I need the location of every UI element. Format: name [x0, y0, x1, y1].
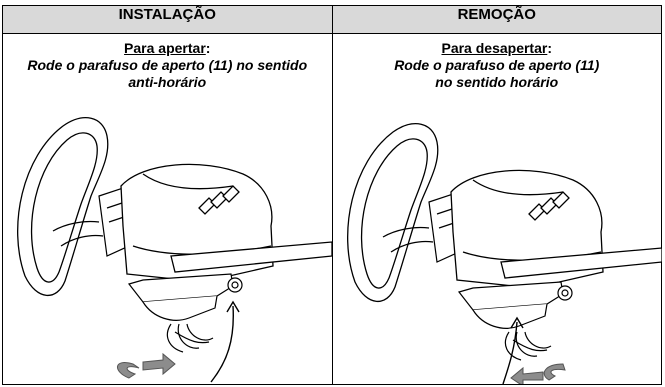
- table-top: [499, 247, 662, 279]
- loosen-instruction-line1: Rode o parafuso de aperto (11): [394, 57, 600, 73]
- instruction-table: INSTALAÇÃO REMOÇÃO Para apertar: Rode o …: [2, 5, 662, 385]
- rotate-counterclockwise-arrow: [117, 352, 176, 379]
- curved-up-arrow: [210, 300, 240, 383]
- loosen-instruction-line2: no sentido horário: [435, 74, 559, 90]
- tighten-instruction-line1: Rode o parafuso de aperto (11) no sentid…: [27, 57, 308, 73]
- table-top: [170, 241, 332, 273]
- wheel-loosen-illustration: [346, 123, 662, 384]
- curved-up-arrow: [501, 316, 524, 384]
- steering-wheel: [346, 123, 438, 303]
- loosen-colon: :: [547, 40, 552, 56]
- table-clamp: [457, 281, 573, 329]
- tightening-screw: [166, 323, 214, 353]
- removal-cell: Para desapertar: Rode o parafuso de aper…: [331, 33, 662, 385]
- installation-cell: Para apertar: Rode o parafuso de aperto …: [2, 33, 333, 385]
- tighten-label: Para apertar: [124, 40, 206, 56]
- removal-caption: Para desapertar: Rode o parafuso de aper…: [333, 34, 662, 91]
- steering-wheel: [17, 117, 109, 297]
- tighten-colon: :: [205, 40, 211, 56]
- tightening-screw: [504, 331, 551, 361]
- table-clamp: [127, 273, 243, 321]
- installation-caption: Para apertar: Rode o parafuso de aperto …: [3, 34, 332, 91]
- header-removal: REMOÇÃO: [331, 5, 662, 34]
- tighten-instruction-line2: anti-horário: [128, 74, 207, 90]
- wheel-tighten-illustration: [17, 117, 332, 383]
- tighten-lead: Para apertar:: [3, 40, 332, 57]
- header-installation: INSTALAÇÃO: [2, 5, 333, 34]
- loosen-label: Para desapertar: [441, 40, 548, 56]
- loosen-lead: Para desapertar:: [333, 40, 662, 57]
- rotate-clockwise-arrow: [509, 363, 566, 384]
